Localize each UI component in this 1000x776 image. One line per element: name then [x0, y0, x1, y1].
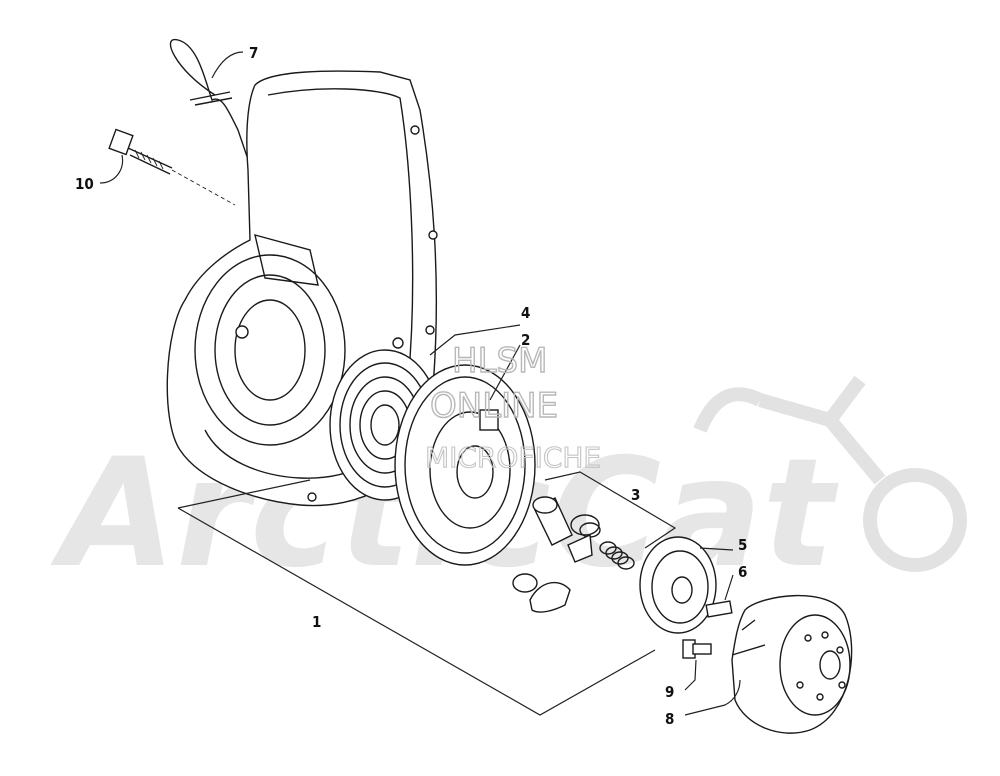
- part-8-cup: [731, 594, 853, 734]
- callout-1: 1: [312, 613, 321, 631]
- motorcycle-watermark-icon: [693, 375, 967, 572]
- callout-3: 3: [631, 486, 640, 504]
- hlsm-watermark: HLSM ONLINE MICROFICHE: [424, 340, 601, 474]
- callout-8: 8: [665, 710, 674, 728]
- callout-9: 9: [665, 683, 674, 701]
- callout-2: 2: [521, 331, 530, 349]
- part-7-rope-handle: [169, 38, 263, 236]
- callout-7: 7: [249, 44, 258, 62]
- callout-6: 6: [738, 563, 747, 581]
- leader-lines: [99, 51, 741, 716]
- part-3-pawl-kit: [512, 496, 635, 613]
- part-2-reel: [394, 364, 536, 566]
- watermark-line-3: MICROFICHE: [425, 441, 601, 474]
- callout-10: 10: [75, 175, 94, 193]
- part-6-bolt: [705, 600, 733, 618]
- callout-5: 5: [738, 536, 747, 554]
- part-10-bolt: [108, 128, 236, 206]
- callout-4: 4: [521, 304, 530, 322]
- part-5-plate: [639, 536, 717, 634]
- watermark-line-2: ONLINE: [430, 386, 558, 426]
- part-9-bolt: [682, 639, 712, 659]
- watermark-line-1: HLSM: [452, 341, 547, 381]
- callout-labels: 1 2 3 4 5 6 7 8 9 10: [75, 44, 747, 728]
